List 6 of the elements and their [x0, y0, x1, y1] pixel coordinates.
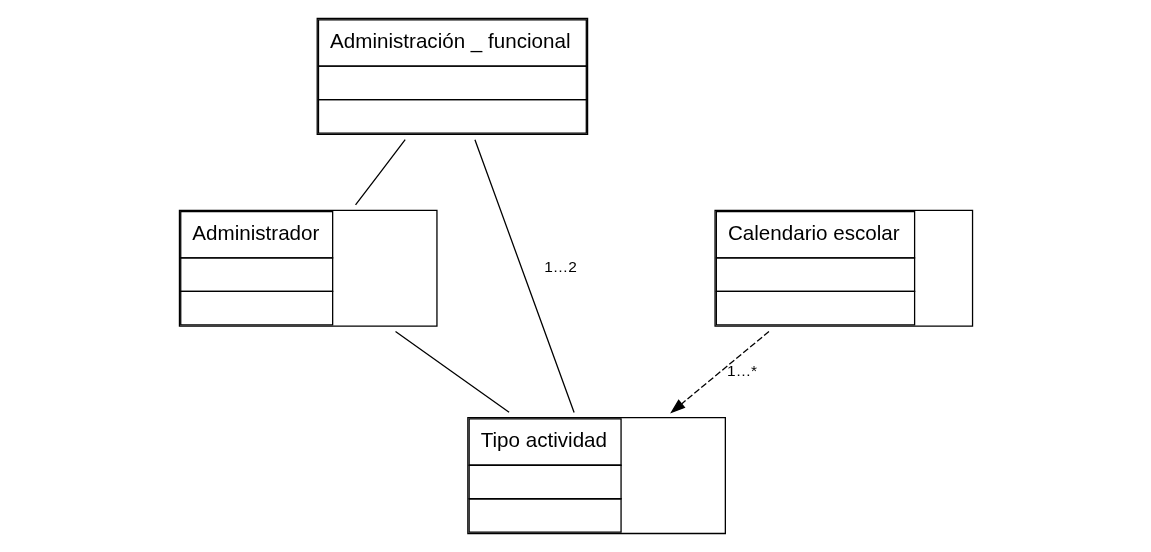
arrow: [669, 330, 770, 414]
connector: [354, 139, 406, 206]
edge-label: 1…2: [543, 258, 577, 276]
connector: [473, 139, 575, 414]
edge-label: 1…*: [726, 361, 757, 379]
connector: [394, 330, 510, 413]
